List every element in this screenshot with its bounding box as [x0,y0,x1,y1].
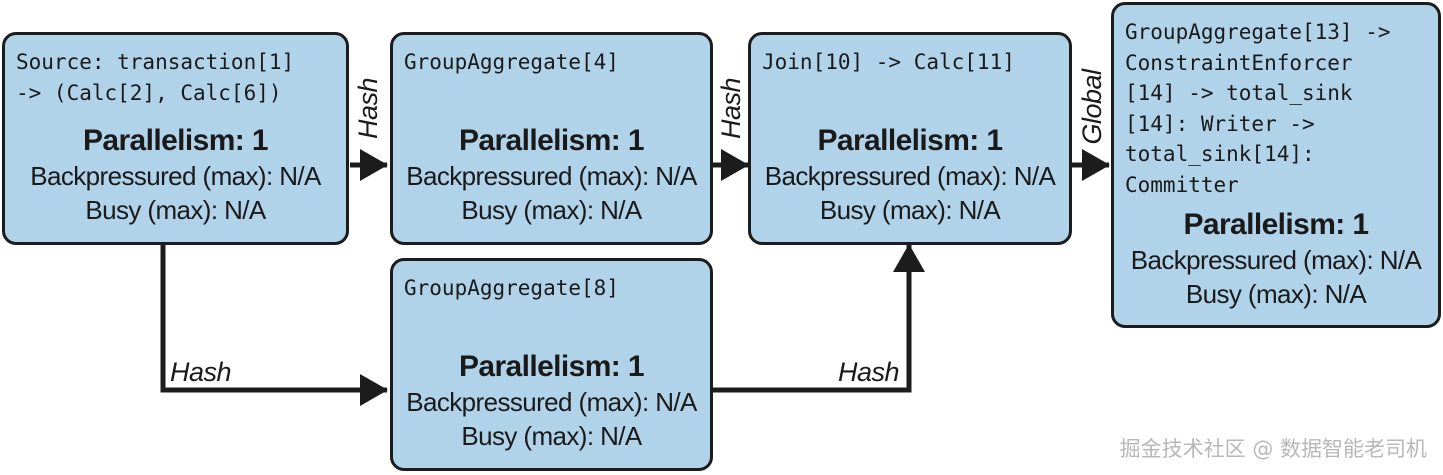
operator-name: GroupAggregate[8] [404,276,619,300]
parallelism-label: Parallelism: 1 [82,124,269,157]
operator-name: Join[10] -> Calc[11] [762,50,1015,74]
backpressured-label: Backpressured (max): N/A [30,161,321,191]
busy-label: Busy (max): N/A [461,195,642,225]
edge-source-to-groupagg8 [160,245,388,406]
parallelism-label: Parallelism: 1 [458,124,645,157]
operator-name: GroupAggregate[13] -> ConstraintEnforcer… [1125,20,1391,197]
operator-node-groupaggregate-8[interactable]: GroupAggregate[8] Parallelism: 1 Backpre… [390,258,713,471]
operator-node-groupaggregate-13-sink[interactable]: GroupAggregate[13] -> ConstraintEnforcer… [1111,2,1441,328]
parallelism-label: Parallelism: 1 [458,350,645,383]
operator-name: GroupAggregate[4] [404,50,619,74]
edge-label-join10-to-groupagg13: Global [1077,69,1107,145]
operator-node-source-transaction[interactable]: Source: transaction[1] -> (Calc[2], Calc… [2,32,349,245]
operator-name: Source: transaction[1] -> (Calc[2], Calc… [16,50,295,105]
parallelism-label: Parallelism: 1 [817,124,1003,157]
backpressured-label: Backpressured (max): N/A [1130,245,1422,275]
busy-label: Busy (max): N/A [461,421,642,451]
backpressured-label: Backpressured (max): N/A [406,161,697,191]
parallelism-label: Parallelism: 1 [1183,208,1369,241]
operator-node-join-10[interactable]: Join[10] -> Calc[11] Parallelism: 1 Back… [748,32,1072,245]
edge-label-groupagg4-to-join10: Hash [716,77,746,139]
busy-label: Busy (max): N/A [819,195,1001,225]
busy-label: Busy (max): N/A [85,195,266,225]
edge-label-source-to-groupagg8: Hash [170,357,232,387]
busy-label: Busy (max): N/A [1185,279,1367,309]
edge-groupagg8-to-join10 [713,244,925,393]
watermark-text: 掘金技术社区 @ 数据智能老司机 [1119,437,1427,461]
backpressured-label: Backpressured (max): N/A [764,161,1056,191]
edge-label-source-to-groupagg4: Hash [353,77,383,139]
edge-label-groupagg8-to-join10: Hash [838,357,900,387]
operator-node-groupaggregate-4[interactable]: GroupAggregate[4] Parallelism: 1 Backpre… [390,32,713,245]
backpressured-label: Backpressured (max): N/A [406,387,697,417]
